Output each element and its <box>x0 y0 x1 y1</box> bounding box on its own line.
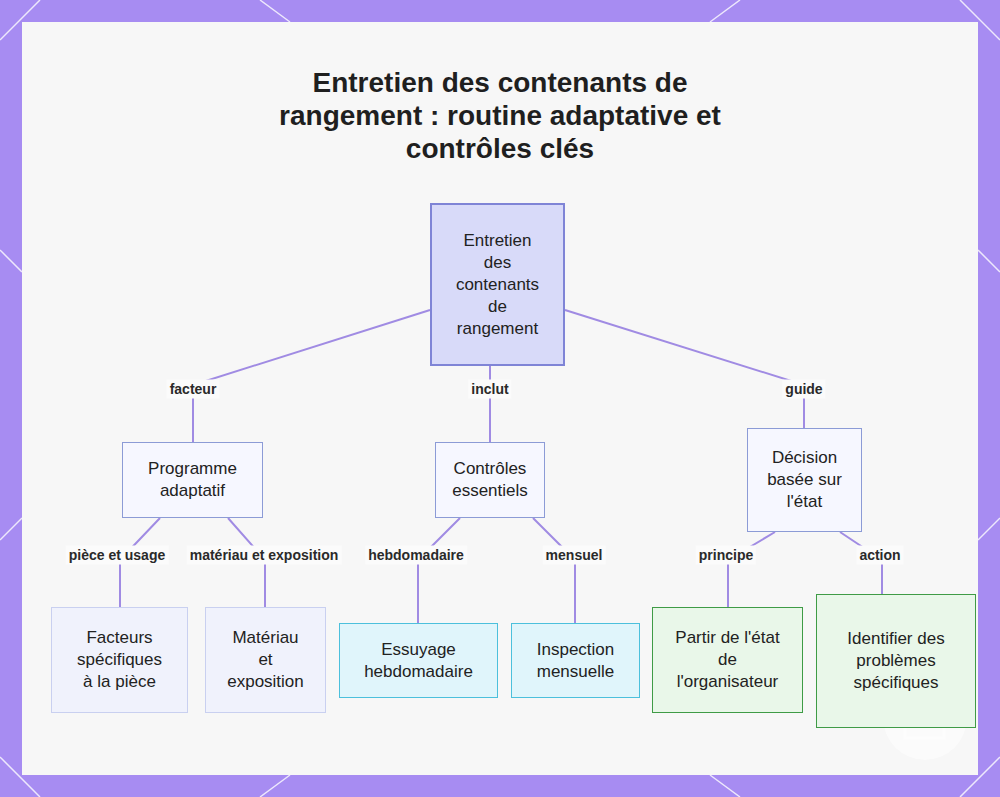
diagram-title: Entretien des contenants de rangement : … <box>260 66 740 165</box>
edge-label: facteur <box>167 380 220 399</box>
connector-line <box>193 310 430 442</box>
connector-line <box>533 518 575 623</box>
edge-label: hebdomadaire <box>365 546 467 565</box>
edge-label: mensuel <box>543 546 606 565</box>
root-box: Entretien des contenants de rangement <box>430 203 565 366</box>
node-label: Partir de l'état de l'organisateur <box>669 627 786 693</box>
decision-box: Identifier des problèmes spécifiques <box>816 594 976 728</box>
node-label: Identifier des problèmes spécifiques <box>833 628 959 694</box>
connector-line <box>565 310 804 428</box>
factor-box: Facteurs spécifiques à la pièce <box>51 607 188 713</box>
connector-line <box>418 518 460 623</box>
connector-line <box>728 532 775 607</box>
white-panel <box>22 22 978 775</box>
category-box: Décision basée sur l'état <box>747 428 862 532</box>
edge-label: pièce et usage <box>66 546 169 565</box>
check-box: Essuyage hebdomadaire <box>339 623 498 698</box>
node-label: Facteurs spécifiques à la pièce <box>70 627 169 693</box>
node-label: Programme adaptatif <box>138 458 247 502</box>
decision-box: Partir de l'état de l'organisateur <box>652 607 803 713</box>
faded-photo <box>22 22 978 775</box>
connector-line <box>489 366 491 442</box>
category-box: Contrôles essentiels <box>435 442 545 518</box>
node-label: Matériau et exposition <box>224 627 307 693</box>
edge-label: matériau et exposition <box>187 546 342 565</box>
edge-label: principe <box>696 546 756 565</box>
category-box: Programme adaptatif <box>122 442 263 518</box>
factor-box: Matériau et exposition <box>205 607 326 713</box>
node-label: Essuyage hebdomadaire <box>354 639 483 683</box>
edge-label: inclut <box>468 380 511 399</box>
edge-label: guide <box>782 380 825 399</box>
edge-label: action <box>856 546 903 565</box>
node-label: Contrôles essentiels <box>451 458 529 502</box>
check-box: Inspection mensuelle <box>511 623 640 698</box>
node-label: Inspection mensuelle <box>526 639 625 683</box>
node-label: Décision basée sur l'état <box>763 447 846 513</box>
node-label: Entretien des contenants de rangement <box>452 230 543 340</box>
